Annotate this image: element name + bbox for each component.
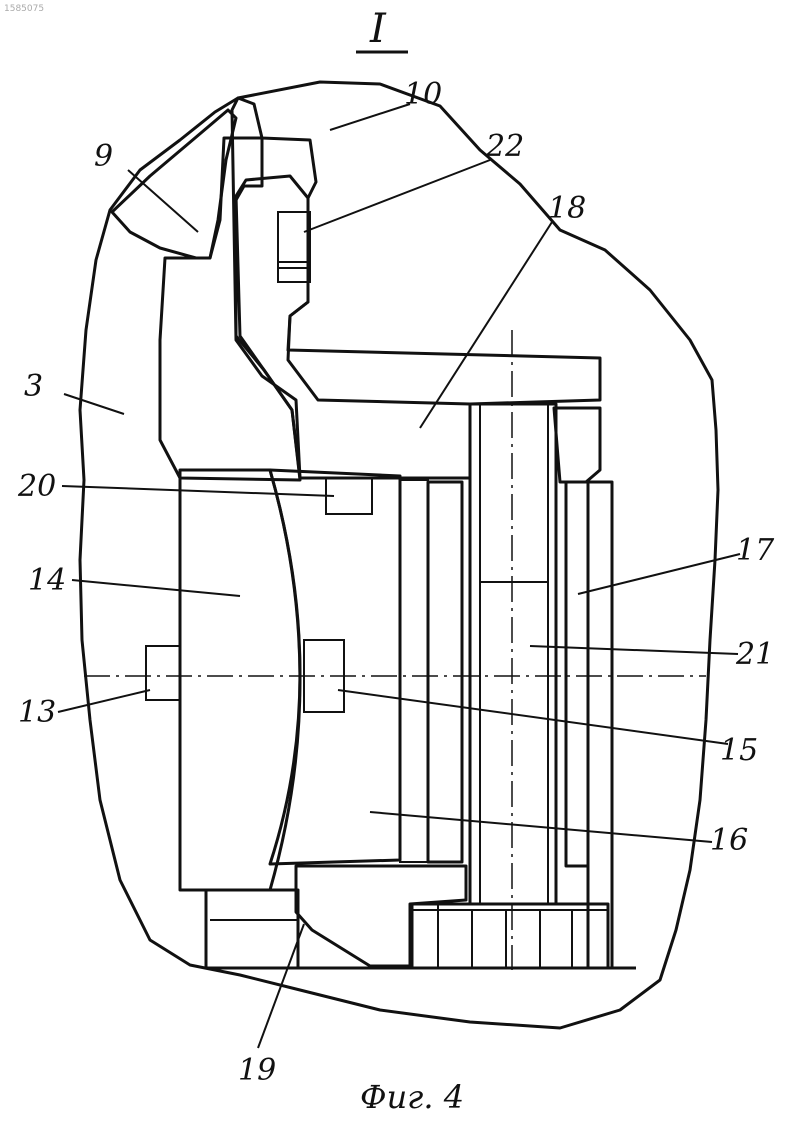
sleeve-18 <box>236 176 470 478</box>
label-10: 10 <box>404 77 442 112</box>
label-20: 20 <box>17 469 56 504</box>
section-title: I <box>369 6 387 52</box>
seal-22 <box>278 212 310 268</box>
bore-right-block <box>554 408 600 482</box>
bottom-gap <box>206 890 298 968</box>
label-22: 22 <box>485 129 524 164</box>
label-3: 3 <box>24 369 43 404</box>
cover-10 <box>232 98 600 478</box>
cavity-upper <box>160 138 300 480</box>
label-16: 16 <box>710 823 748 858</box>
label-21: 21 <box>735 637 774 672</box>
tube-gap <box>400 480 428 862</box>
seal-22-lower <box>278 262 310 282</box>
sleeve-17 <box>566 482 588 866</box>
seal-13 <box>146 646 180 700</box>
part-19 <box>296 866 466 966</box>
label-18: 18 <box>548 191 586 226</box>
corner-mark: 1585075 <box>4 4 44 14</box>
label-9: 9 <box>94 139 113 174</box>
figure-caption: Фиг. 4 <box>360 1078 464 1116</box>
shaft-21 <box>470 404 556 904</box>
label-13: 13 <box>18 695 56 730</box>
bottom-teeth <box>412 904 608 968</box>
label-17: 17 <box>736 533 775 568</box>
label-19: 19 <box>238 1053 276 1088</box>
tube-16b <box>428 482 462 862</box>
label-14: 14 <box>28 563 66 598</box>
label-15: 15 <box>720 733 758 768</box>
